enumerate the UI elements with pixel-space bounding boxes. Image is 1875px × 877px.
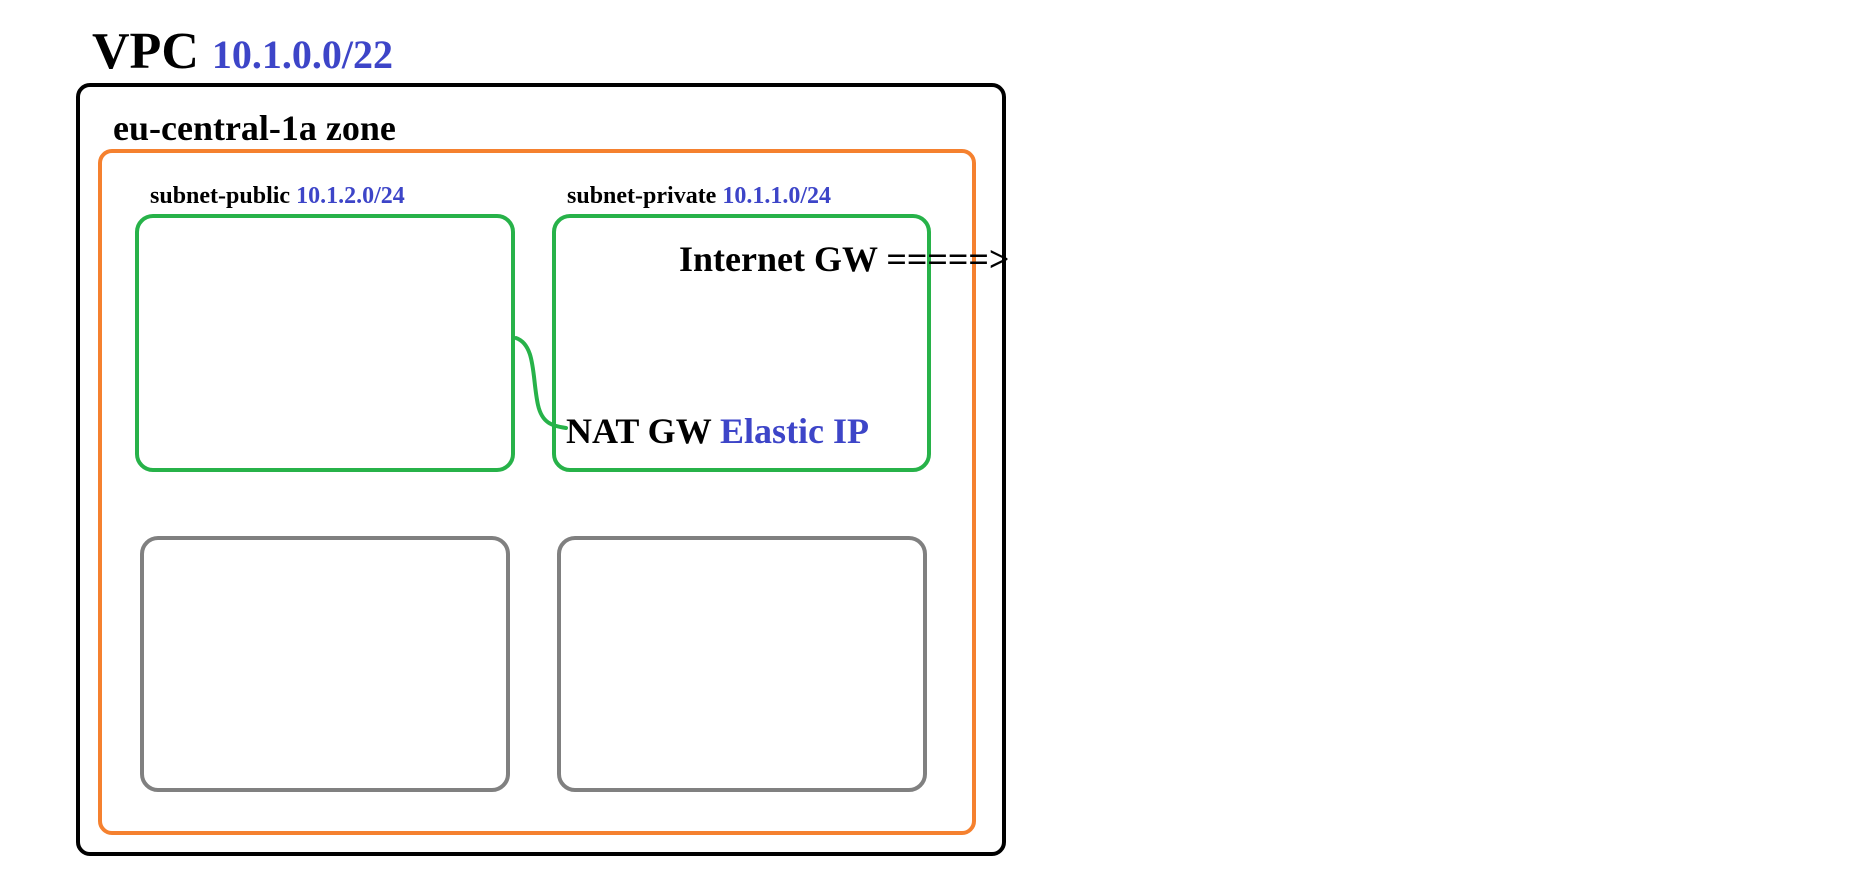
subnet-private-box	[552, 214, 931, 472]
vpc-title: VPC 10.1.0.0/22	[92, 26, 393, 78]
subnet-public-box	[135, 214, 515, 472]
internet-gateway-label: Internet GW	[679, 239, 878, 279]
subnet-public-label: subnet-public	[150, 183, 291, 209]
vpc-container	[76, 83, 1006, 856]
subnet-private-cidr: 10.1.1.0/24	[722, 183, 832, 209]
vpc-cidr: 10.1.0.0/22	[211, 32, 393, 77]
vpc-label: VPC	[92, 23, 199, 80]
zone-container	[98, 149, 976, 835]
empty-subnet-box	[140, 536, 510, 792]
nat-gateway: NAT GW Elastic IP	[566, 413, 869, 449]
internet-gateway: Internet GW =====>	[679, 241, 1009, 277]
nat-gateway-label: NAT GW	[566, 411, 712, 451]
subnet-private-label: subnet-private	[567, 183, 717, 209]
zone-title: eu-central-1a zone	[113, 108, 396, 148]
elastic-ip-label: Elastic IP	[720, 411, 870, 451]
nat-public-connector	[514, 336, 568, 430]
internet-gateway-arrow: =====>	[886, 239, 1010, 279]
empty-subnet-box	[557, 536, 927, 792]
subnet-private-title: subnet-private 10.1.1.0/24	[567, 184, 831, 208]
subnet-public-cidr: 10.1.2.0/24	[296, 183, 405, 209]
subnet-public-title: subnet-public 10.1.2.0/24	[150, 184, 405, 208]
